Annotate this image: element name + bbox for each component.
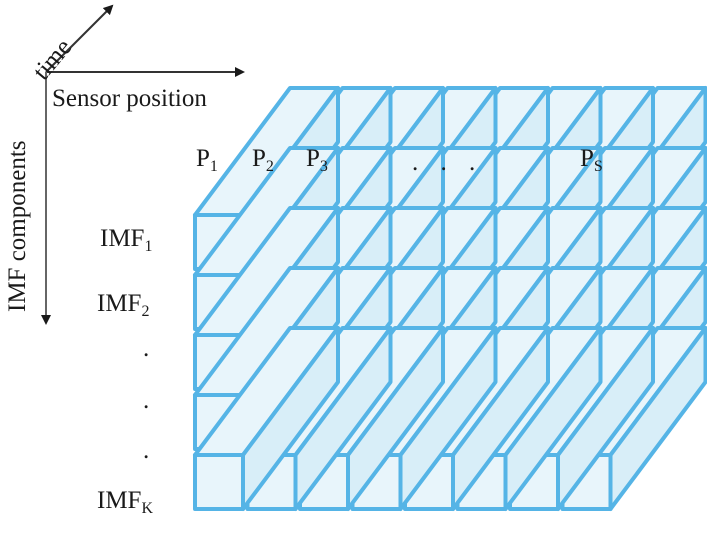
row-label-imf1: IMF1 <box>100 225 153 255</box>
row-label-dot-2: . <box>143 387 150 414</box>
bar-front-face <box>193 453 245 511</box>
time-axis-arrow <box>45 4 114 73</box>
row-label-dot-1: . <box>143 335 150 362</box>
column-label-p3: P3 <box>306 145 328 175</box>
row-label-dot-3: . <box>143 437 150 464</box>
row-label-imfk: IMFK <box>97 487 154 517</box>
column-label-ps: PS <box>580 145 603 175</box>
imf-components-axis-label: IMF components <box>4 140 31 312</box>
column-label-p2: P2 <box>252 145 274 175</box>
sensor-position-axis-label: Sensor position <box>52 85 207 112</box>
column-label-ellipsis: . . . <box>412 149 484 176</box>
row-label-imf2: IMF2 <box>97 290 150 320</box>
column-label-p1: P1 <box>196 145 218 175</box>
